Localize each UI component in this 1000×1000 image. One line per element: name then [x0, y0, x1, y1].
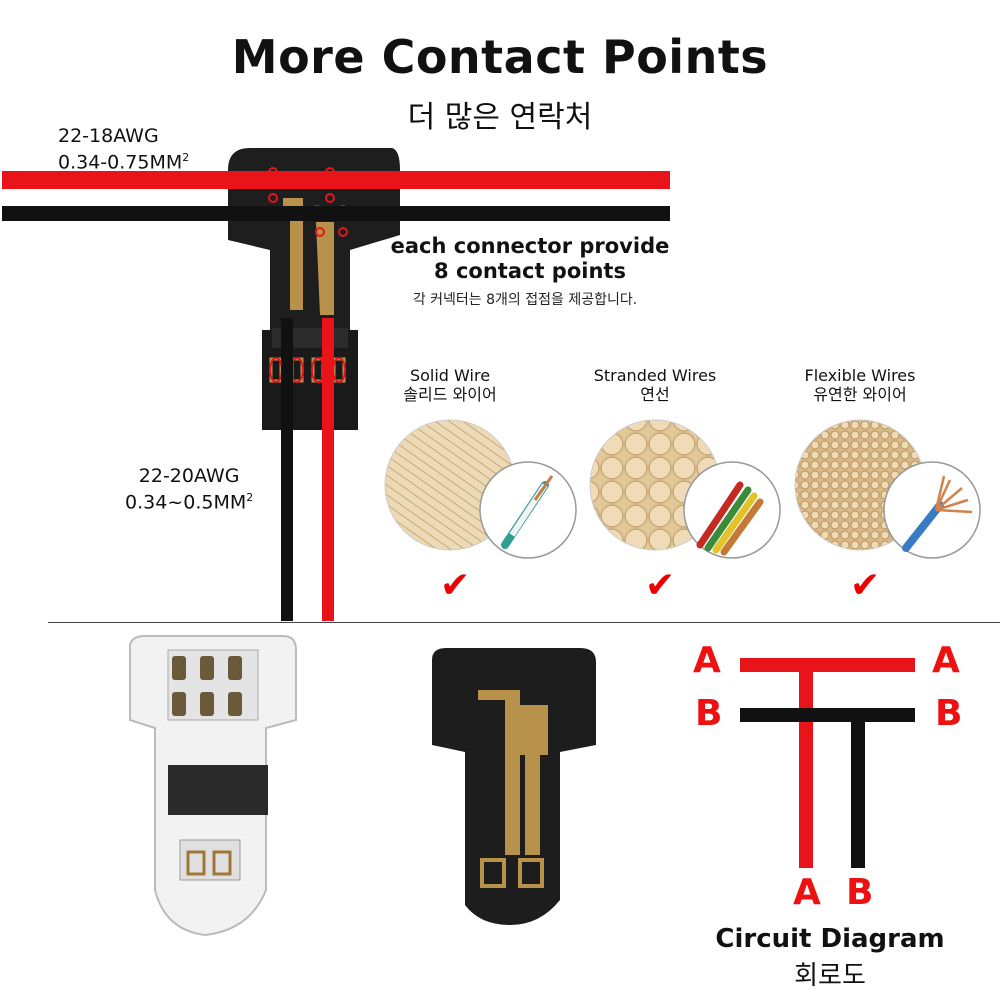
check-icon: ✔ — [850, 565, 881, 606]
wire-type-en: Solid Wire — [409, 366, 491, 385]
contact-points-text: each connector provide 8 contact points — [360, 234, 700, 284]
contact-line-2: 8 contact points — [434, 259, 626, 283]
check-icon: ✔ — [440, 565, 471, 606]
section-divider — [48, 622, 1000, 623]
black-wire-vertical — [281, 318, 293, 621]
circuit-line-b — [740, 708, 915, 722]
circuit-label-a-bottom: A — [793, 872, 821, 913]
red-wire-vertical — [322, 318, 334, 621]
spec-bottom-mm: 0.34~0.5MM — [125, 491, 247, 514]
spec-bottom-sup: 2 — [246, 491, 254, 504]
contact-points-korean: 각 커넥터는 8개의 접점을 제공합니다. — [412, 292, 638, 308]
transparent-connector — [129, 635, 297, 937]
red-wire-horizontal — [2, 171, 670, 189]
spec-top: 22-18AWG 0.34-0.75MM2 — [58, 125, 189, 173]
spec-bottom: 22-20AWG 0.34~0.5MM2 — [125, 465, 253, 513]
circuit-subtitle: 회로도 — [794, 961, 866, 991]
circuit-label-a-left: A — [693, 640, 721, 681]
wire-type-solid: Solid Wire 솔리드 와이어 — [350, 366, 550, 404]
black-wire-horizontal — [2, 206, 670, 221]
spec-top-awg: 22-18AWG — [58, 125, 159, 147]
solid-wire-sample — [384, 419, 577, 559]
wire-type-ko: 유연한 와이어 — [813, 385, 907, 404]
spec-top-sup: 2 — [182, 151, 190, 164]
spec-top-mm: 0.34-0.75MM — [58, 151, 183, 174]
spec-bottom-awg: 22-20AWG — [138, 465, 240, 487]
wire-type-en: Stranded Wires — [593, 366, 717, 385]
circuit-label-b-bottom: B — [846, 872, 874, 913]
circuit-label-a-right: A — [932, 640, 960, 681]
wire-type-flexible: Flexible Wires 유연한 와이어 — [760, 366, 960, 404]
flexible-wire-sample — [794, 419, 981, 559]
circuit-label-b-right: B — [935, 693, 963, 734]
check-icon: ✔ — [645, 565, 676, 606]
page-subtitle: 더 많은 연락처 — [407, 100, 593, 135]
wire-type-ko: 연선 — [640, 385, 670, 404]
wire-type-en: Flexible Wires — [804, 366, 916, 385]
circuit-line-a — [740, 658, 915, 672]
black-connector — [432, 648, 596, 925]
circuit-title: Circuit Diagram — [715, 924, 945, 954]
page-title: More Contact Points — [231, 30, 769, 84]
circuit-drop-b — [851, 708, 865, 868]
circuit-label-b-left: B — [695, 693, 723, 734]
contact-line-1: each connector provide — [390, 234, 670, 258]
circuit-diagram — [740, 658, 915, 868]
wire-type-stranded: Stranded Wires 연선 — [555, 366, 755, 404]
stranded-wire-sample — [589, 419, 781, 559]
wire-type-ko: 솔리드 와이어 — [403, 385, 497, 404]
circuit-drop-a — [799, 658, 813, 868]
